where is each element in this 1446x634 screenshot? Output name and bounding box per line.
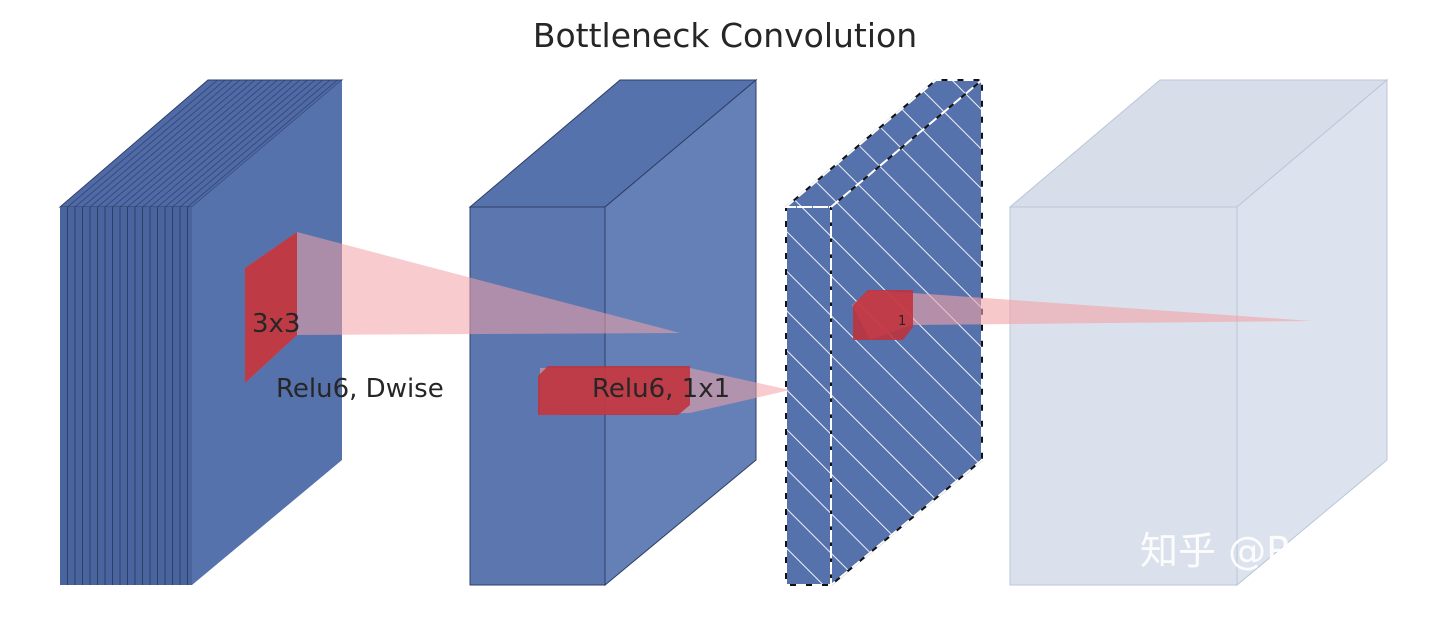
input-slice-top-edge — [187, 79, 338, 208]
watermark: 知乎 @R.JD — [1140, 529, 1344, 573]
input-slice-top-edge — [104, 79, 256, 208]
relu6-1x1-label: Relu6, 1x1 — [592, 374, 730, 404]
input-slice-top-edge — [127, 79, 278, 208]
input-slice-top-edge — [67, 79, 218, 208]
dwise-kernel-3x3 — [245, 232, 297, 383]
input-slice-top-edge — [164, 79, 316, 208]
input-slice-top-edge — [119, 79, 271, 208]
output-block — [1008, 78, 1389, 587]
relu6-dwise-label: Relu6, Dwise — [276, 374, 444, 404]
input-slice-top-edge — [89, 79, 241, 208]
input-slice-top-edge — [149, 79, 301, 208]
input-slice-top-edge — [112, 79, 263, 208]
input-slice-top-edge — [172, 79, 323, 208]
dwise-projection-cone — [245, 232, 680, 383]
pointwise-kernel-1x1 — [538, 366, 690, 415]
kernel-1-label: 1 — [898, 314, 906, 329]
input-block-slices — [67, 79, 338, 585]
input-slice-top-edge — [179, 79, 331, 208]
output-block-front — [1009, 206, 1238, 586]
input-slice-top-edge — [134, 79, 286, 208]
output-projection-cone — [852, 290, 1312, 340]
kernel-3x3-label: 3x3 — [252, 309, 300, 339]
input-slice-top-edge — [157, 79, 308, 208]
input-slice-top-edge — [142, 79, 293, 208]
diagram-title: Bottleneck Convolution — [533, 16, 917, 55]
input-slice-top-edge — [97, 79, 248, 208]
output-kernel-1 — [853, 290, 913, 340]
input-slice-top-edge — [82, 79, 233, 208]
expansion-block — [468, 78, 758, 587]
input-slice-top-edge — [74, 79, 226, 208]
